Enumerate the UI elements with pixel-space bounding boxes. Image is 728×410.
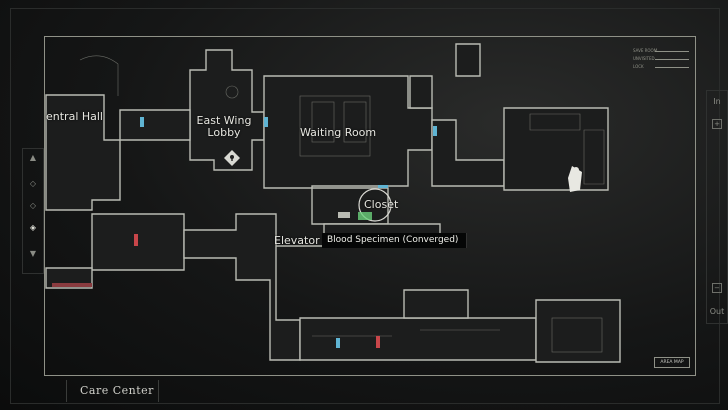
diamond-selected-icon[interactable]: ◈ [29, 223, 37, 232]
waiting-room-furniture [299, 95, 371, 157]
north-stub [455, 43, 481, 77]
door-blue-5 [336, 338, 340, 348]
item-green-icon [358, 212, 372, 220]
map-frame [44, 36, 696, 376]
door-blue-4 [378, 185, 388, 188]
south-wing [299, 317, 537, 361]
keyhole-icon [224, 150, 240, 166]
room-label-elevator: Elevator [274, 234, 320, 247]
down-arrow-icon[interactable]: ▼ [29, 249, 37, 258]
doors [52, 117, 437, 348]
item-tooltip: Blood Specimen (Converged) [322, 233, 468, 248]
zoom-out-button[interactable]: − [712, 283, 722, 293]
room-label-waiting-room: Waiting Room [300, 126, 377, 139]
zoom-control: In + − Out [706, 90, 728, 324]
elevator-corridor [183, 213, 441, 361]
area-map-button[interactable]: AREA MAP [654, 357, 690, 368]
player-marker-icon [568, 166, 582, 192]
south-small-room [403, 289, 469, 319]
door-red-1 [134, 234, 138, 246]
area-name-label: Care Center [80, 384, 154, 397]
bar-divider [66, 380, 67, 402]
zoom-out-label: Out [709, 307, 725, 316]
east-corridor [431, 119, 505, 187]
room-label-central-hall: entral Hall [46, 110, 103, 123]
room-label-closet: Closet [364, 198, 399, 211]
stair-room [503, 107, 609, 191]
legend-label: UNVISITED [633, 56, 655, 61]
door-blue-1 [140, 117, 144, 127]
door-red-2 [376, 336, 380, 348]
door-blue-2 [264, 117, 268, 127]
bar-divider [158, 380, 159, 402]
zoom-in-label: In [713, 97, 721, 106]
legend-label: SAVE ROOM [633, 48, 658, 53]
east-wing-lobby-room [189, 49, 265, 171]
diamond-icon[interactable]: ◇ [29, 201, 37, 210]
room-label-east-wing-lobby: East Wing Lobby [196, 114, 252, 139]
door-blue-3 [433, 126, 437, 136]
cursor-icon [338, 188, 392, 222]
diamond-icon[interactable]: ◇ [29, 179, 37, 188]
door-red-3 [52, 283, 92, 287]
south-east-room [535, 299, 621, 363]
map-legend: SAVE ROOM UNVISITED LOCK [633, 48, 693, 72]
central-hall-room [45, 94, 121, 211]
outer-frame [10, 8, 720, 404]
corridor-top [119, 109, 191, 141]
waiting-room-room [263, 75, 433, 189]
floor-selector: ▲ ◇ ◇ ◈ ▼ [22, 148, 44, 274]
legend-label: LOCK [633, 64, 644, 69]
up-arrow-icon[interactable]: ▲ [29, 153, 37, 162]
north-east-room [409, 75, 433, 109]
zoom-in-button[interactable]: + [712, 119, 722, 129]
